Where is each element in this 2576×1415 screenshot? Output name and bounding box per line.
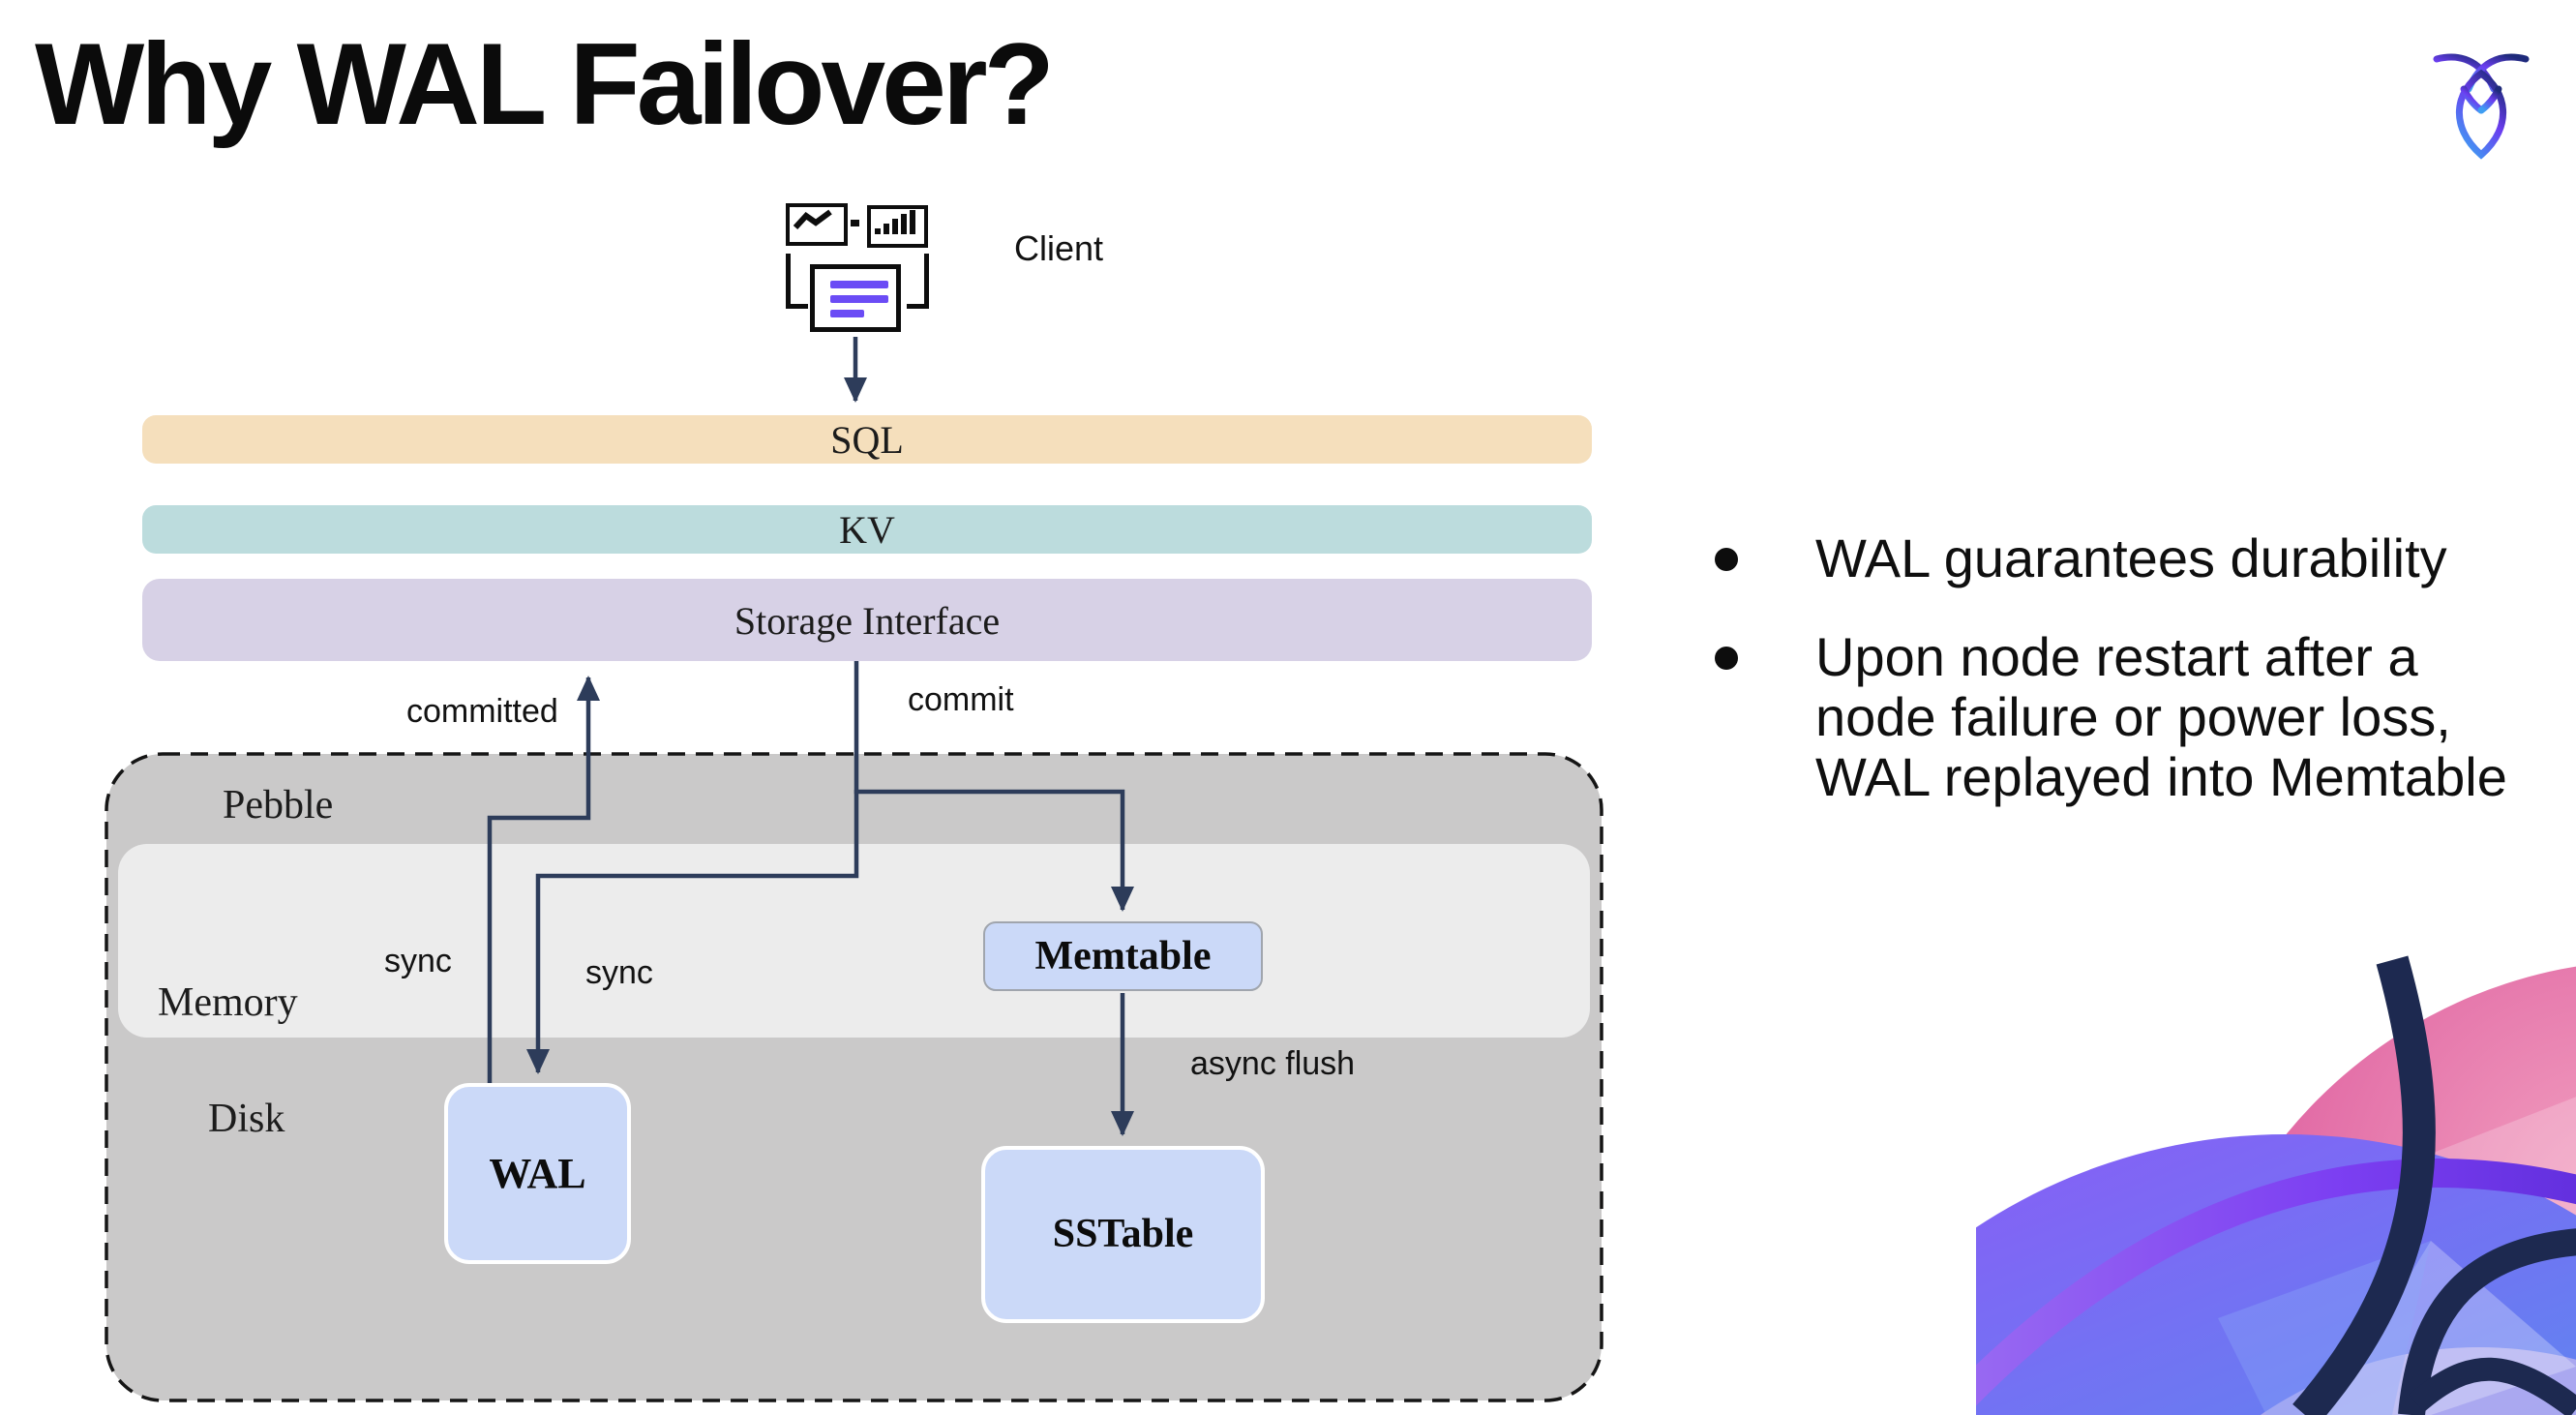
sql-layer-bar [142, 415, 1592, 464]
bullet-line: Upon node restart after a [1815, 626, 2418, 687]
disk-label: Disk [208, 1097, 285, 1141]
commit-edge-label: commit [908, 681, 1014, 718]
document-line [830, 310, 864, 317]
bullet-line: WAL replayed into Memtable [1815, 746, 2507, 807]
decor-navy-curve-2 [2398, 1228, 2576, 1415]
bullet-line: WAL guarantees durability [1815, 527, 2447, 588]
storage-layer-bar [142, 579, 1592, 661]
document-line [830, 281, 888, 288]
bullet-text: WAL guarantees durability [1815, 528, 2447, 588]
sync-left-edge-label: sync [384, 943, 452, 979]
bracket-right-icon [907, 254, 929, 309]
bullet-item: Upon node restart after a node failure o… [1701, 627, 2576, 807]
decor-navy-curve-3 [2409, 1357, 2576, 1415]
bullet-item: WAL guarantees durability [1701, 528, 2576, 588]
logo-branch-right [2477, 85, 2502, 114]
bullet-dot-icon [1715, 548, 1738, 571]
bullet-text: Upon node restart after a node failure o… [1815, 627, 2507, 807]
wal-committed-arrow [487, 676, 600, 1084]
client-label: Client [1014, 228, 1104, 268]
client-icon [786, 203, 929, 333]
cockroachdb-logo-icon [2433, 53, 2530, 160]
kv-layer-bar [142, 505, 1592, 554]
bullet-dot-icon [1715, 647, 1738, 670]
sql-layer-label: SQL [830, 418, 904, 462]
memory-band [118, 844, 1590, 1038]
kv-layer-label: KV [839, 508, 895, 552]
sstable-node: SSTable [981, 1146, 1265, 1323]
bar-chart-icon [867, 205, 928, 248]
decor-navy-curve-1 [2292, 955, 2436, 1415]
sync-to-wal-arrow [526, 790, 859, 1074]
line-chart-icon [786, 203, 848, 246]
storage-layer-label: Storage Interface [734, 599, 1001, 643]
decor-violet-arc [1976, 1159, 2576, 1406]
bullet-line: node failure or power loss, [1815, 686, 2451, 747]
logo-branch-left [2460, 85, 2485, 114]
commit-to-memtable-arrow [854, 661, 1134, 912]
page-title: Why WAL Failover? [35, 19, 1055, 149]
pebble-label: Pebble [223, 783, 334, 828]
committed-edge-label: committed [406, 693, 558, 730]
async-flush-edge-label: async flush [1190, 1045, 1356, 1082]
bracket-left-icon [786, 254, 808, 309]
document-line [830, 295, 888, 303]
sync-right-edge-label: sync [585, 954, 653, 991]
connector-dash [851, 220, 859, 226]
memtable-node: Memtable [983, 921, 1263, 991]
memory-label: Memory [158, 980, 298, 1025]
wal-node: WAL [444, 1083, 631, 1264]
decorative-brand-graphic [1976, 955, 2576, 1415]
bullet-list: WAL guarantees durability Upon node rest… [1701, 528, 2576, 846]
document-icon [810, 264, 901, 332]
